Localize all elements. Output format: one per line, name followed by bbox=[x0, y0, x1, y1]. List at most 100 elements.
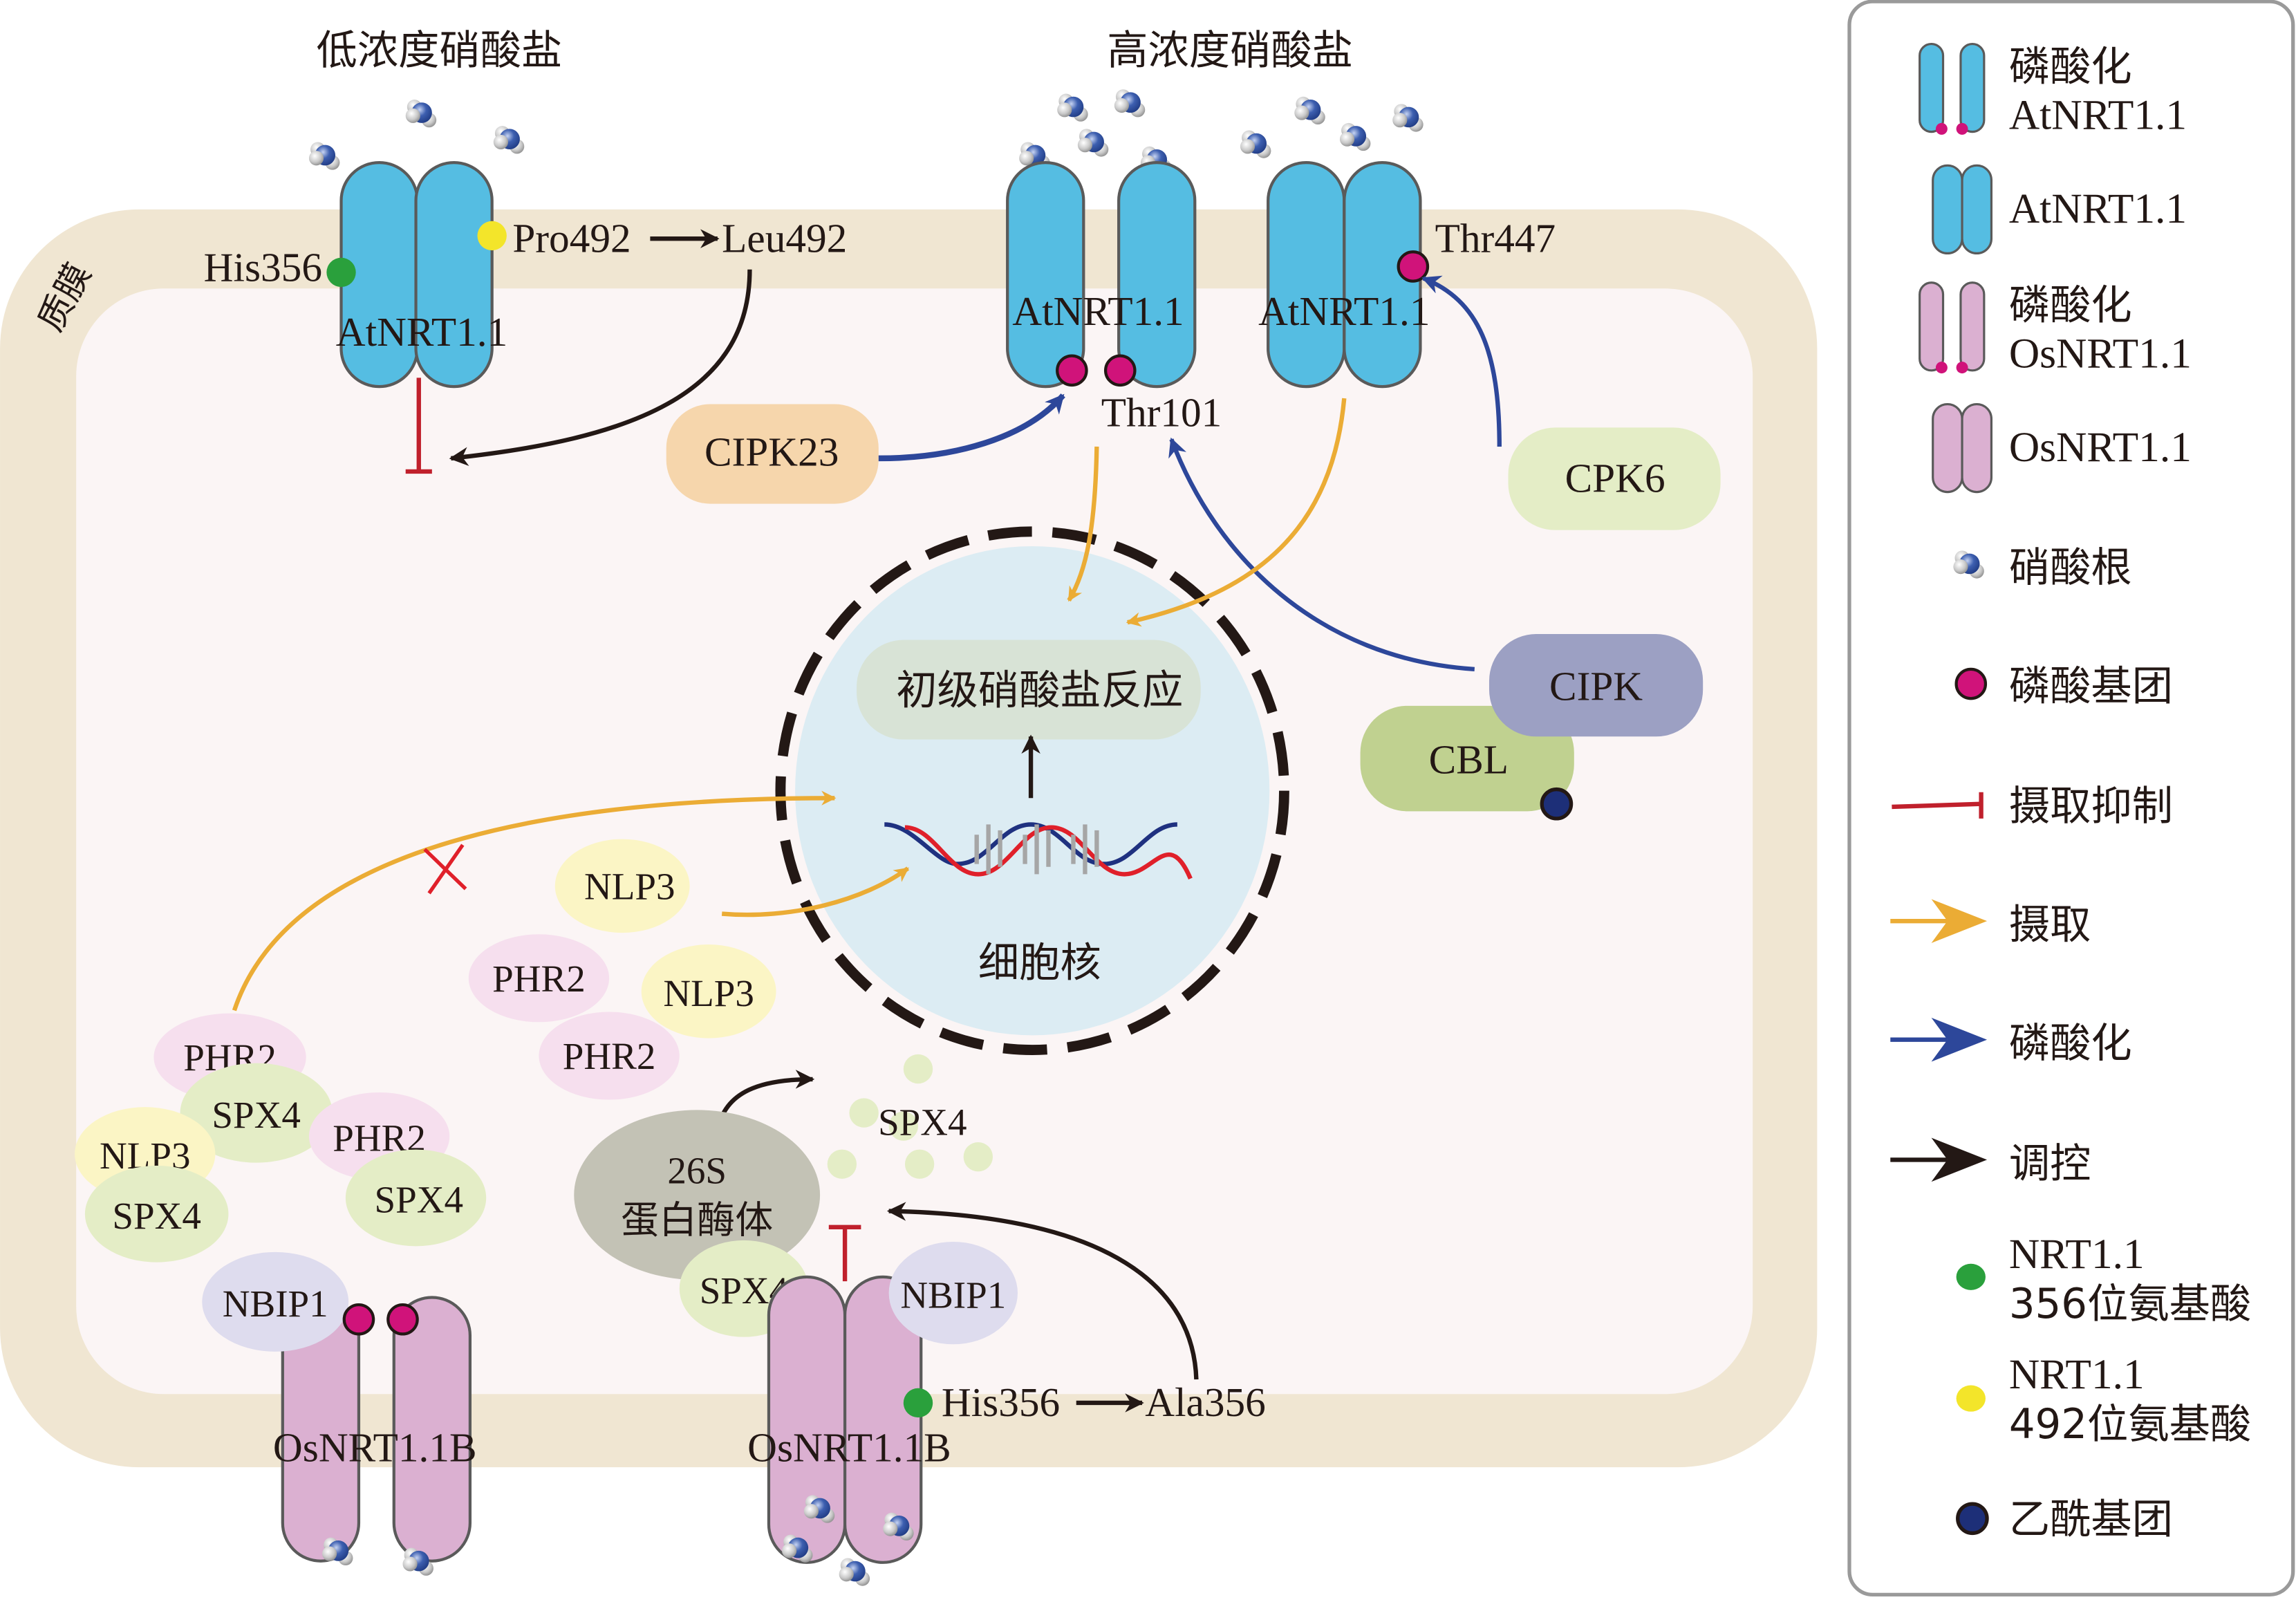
cpk6-label: CPK6 bbox=[1565, 456, 1665, 501]
legend-item: OsNRT1.1 bbox=[1932, 402, 2192, 494]
regulation-arrow-leu492 bbox=[449, 269, 752, 466]
residue-492-icon bbox=[1956, 1385, 1986, 1412]
spx4-free-label: SPX4 bbox=[878, 1101, 967, 1143]
phosphorylation-arrow-cpk6 bbox=[1421, 275, 1502, 447]
legend-label: 磷酸化 bbox=[2009, 1019, 2132, 1067]
nlp3-label: NLP3 bbox=[584, 865, 675, 907]
nbip1-label: NBIP1 bbox=[223, 1283, 328, 1325]
nitrate-ions-low bbox=[308, 100, 525, 170]
uptake-inhibition-rice bbox=[828, 1224, 861, 1282]
legend-label: 硝酸根 bbox=[2009, 543, 2132, 591]
acetyl-group-icon bbox=[1956, 1502, 1989, 1536]
legend-label: NRT1.1 bbox=[2009, 1351, 2145, 1398]
residue-356-dot bbox=[326, 257, 356, 288]
osnrt-left-phosphorylated: NBIP1 OsNRT1.1B bbox=[202, 1251, 477, 1563]
legend-label: AtNRT1.1 bbox=[2009, 91, 2187, 138]
phosphate-group bbox=[342, 1303, 375, 1336]
legend-item: 乙酰基团 bbox=[1956, 1495, 2173, 1543]
proteasome-label-2: 蛋白酶体 bbox=[621, 1198, 773, 1242]
phosphorylation-arrow-icon bbox=[1890, 1017, 1988, 1062]
high-nitrate-title: 高浓度硝酸盐 bbox=[1107, 26, 1353, 74]
legend-label: 磷酸化 bbox=[2009, 42, 2132, 90]
legend-label: 摄取 bbox=[2009, 901, 2091, 949]
phosphate-group bbox=[1397, 250, 1430, 283]
uptake-arrow-thr101 bbox=[1067, 446, 1099, 602]
legend-item: NRT1.1 356位氨基酸 bbox=[1956, 1231, 2251, 1328]
primary-nitrate-response-box bbox=[857, 640, 1201, 740]
legend-label: 乙酰基团 bbox=[2009, 1495, 2173, 1543]
legend-label: 492位氨基酸 bbox=[2009, 1400, 2251, 1448]
osnrt-icon bbox=[1932, 402, 1993, 494]
cbl-label: CBL bbox=[1429, 736, 1509, 782]
legend-label: 356位氨基酸 bbox=[2009, 1280, 2251, 1328]
phosphate-group bbox=[386, 1303, 419, 1336]
inhibit-icon bbox=[1892, 792, 1984, 819]
cipk23-box: CIPK23 bbox=[666, 404, 879, 504]
legend-item: 磷酸化 OsNRT1.1 bbox=[1919, 281, 2192, 378]
protein-spx4: SPX4 bbox=[345, 1149, 487, 1247]
uptake-arrow-blocked bbox=[232, 790, 837, 1012]
protein-nbip1: NBIP1 bbox=[888, 1241, 1018, 1345]
cipk-label: CIPK bbox=[1549, 663, 1643, 709]
uptake-arrow-icon bbox=[1890, 899, 1988, 943]
atnrt-high-nitrate-thr447: AtNRT1.1 Thr447 bbox=[1258, 160, 1556, 389]
regulation-arrow-icon bbox=[1890, 1137, 1988, 1182]
uptake-arrow-thr447 bbox=[1126, 398, 1347, 627]
acetyl-group bbox=[1540, 787, 1574, 821]
dna-helix-icon bbox=[884, 822, 1193, 880]
spx4-label: SPX4 bbox=[375, 1179, 464, 1221]
phr2-label: PHR2 bbox=[492, 958, 586, 1000]
protein-nlp3: NLP3 bbox=[641, 944, 776, 1038]
legend-item: 磷酸化 AtNRT1.1 bbox=[1919, 42, 2187, 138]
phosphorylated-osnrt-icon bbox=[1919, 281, 1986, 374]
osnrt-right: SPX4 NBIP1 His356 Ala356 OsNRT1.1B bbox=[679, 1202, 1266, 1564]
phosphorylation-arrow-cipk bbox=[1168, 437, 1475, 672]
nucleus: 初级硝酸盐反应 细胞核 bbox=[775, 526, 1289, 1055]
atnrt-high-nitrate-phosphorylated: AtNRT1.1 Thr101 bbox=[1006, 160, 1222, 435]
atnrt-high-right-label: AtNRT1.1 bbox=[1258, 288, 1430, 334]
protein-nbip1: NBIP1 bbox=[202, 1251, 349, 1352]
residue-356-dot bbox=[903, 1388, 933, 1418]
cpk6-box: CPK6 bbox=[1508, 427, 1721, 530]
phosphate-group bbox=[1103, 354, 1137, 387]
legend: 磷酸化 AtNRT1.1 AtNRT1.1 磷酸化 OsNRT1.1 bbox=[1847, 0, 2295, 1597]
spx4-label: SPX4 bbox=[212, 1094, 301, 1136]
primary-nitrate-response-label: 初级硝酸盐反应 bbox=[896, 667, 1183, 714]
uptake-inhibition bbox=[405, 378, 432, 474]
phr2-label: PHR2 bbox=[563, 1035, 656, 1077]
nlp3-label: NLP3 bbox=[663, 972, 754, 1014]
phosphorylated-atnrt-icon bbox=[1919, 42, 1986, 135]
nitrate-ions-high bbox=[1019, 89, 1424, 175]
osnrt-left-label: OsNRT1.1B bbox=[273, 1425, 477, 1471]
residue-492-dot bbox=[477, 221, 507, 251]
osnrt-right-label: OsNRT1.1B bbox=[747, 1425, 951, 1471]
protein-spx4: SPX4 bbox=[84, 1165, 229, 1263]
cipk-box: CIPK bbox=[1488, 634, 1704, 737]
protein-phr2: PHR2 bbox=[468, 934, 610, 1023]
leu492-label: Leu492 bbox=[722, 215, 847, 261]
proteasome-label-1: 26S bbox=[667, 1149, 727, 1191]
legend-label: NRT1.1 bbox=[2009, 1231, 2145, 1278]
low-nitrate-title: 低浓度硝酸盐 bbox=[317, 26, 563, 74]
his356-label: His356 bbox=[204, 245, 322, 290]
phosphorylation-arrow-cipk23 bbox=[878, 393, 1065, 462]
uptake-arrow-nlp3 bbox=[721, 866, 910, 918]
nucleus-label: 细胞核 bbox=[978, 939, 1101, 987]
thr101-label: Thr101 bbox=[1101, 389, 1222, 435]
degraded-spx4 bbox=[827, 1054, 993, 1179]
legend-label: OsNRT1.1 bbox=[2009, 424, 2192, 471]
phosphate-group bbox=[1056, 354, 1088, 387]
legend-label: 磷酸化 bbox=[2009, 281, 2132, 329]
legend-label: 摄取抑制 bbox=[2009, 782, 2173, 830]
legend-label: 调控 bbox=[2009, 1139, 2091, 1187]
legend-item: 硝酸根 bbox=[1953, 543, 2132, 591]
proteasome-26s: 26S 蛋白酶体 bbox=[574, 1110, 821, 1280]
ala356-label: Ala356 bbox=[1145, 1379, 1266, 1425]
phosphate-group-icon bbox=[1954, 667, 1988, 700]
atnrt-low-nitrate: AtNRT1.1 His356 Pro492 Leu492 bbox=[204, 160, 847, 474]
legend-item: 摄取 bbox=[1890, 899, 2091, 949]
pro492-label: Pro492 bbox=[512, 215, 631, 261]
legend-label: AtNRT1.1 bbox=[2009, 185, 2187, 232]
blocked-cross-icon bbox=[423, 844, 467, 895]
